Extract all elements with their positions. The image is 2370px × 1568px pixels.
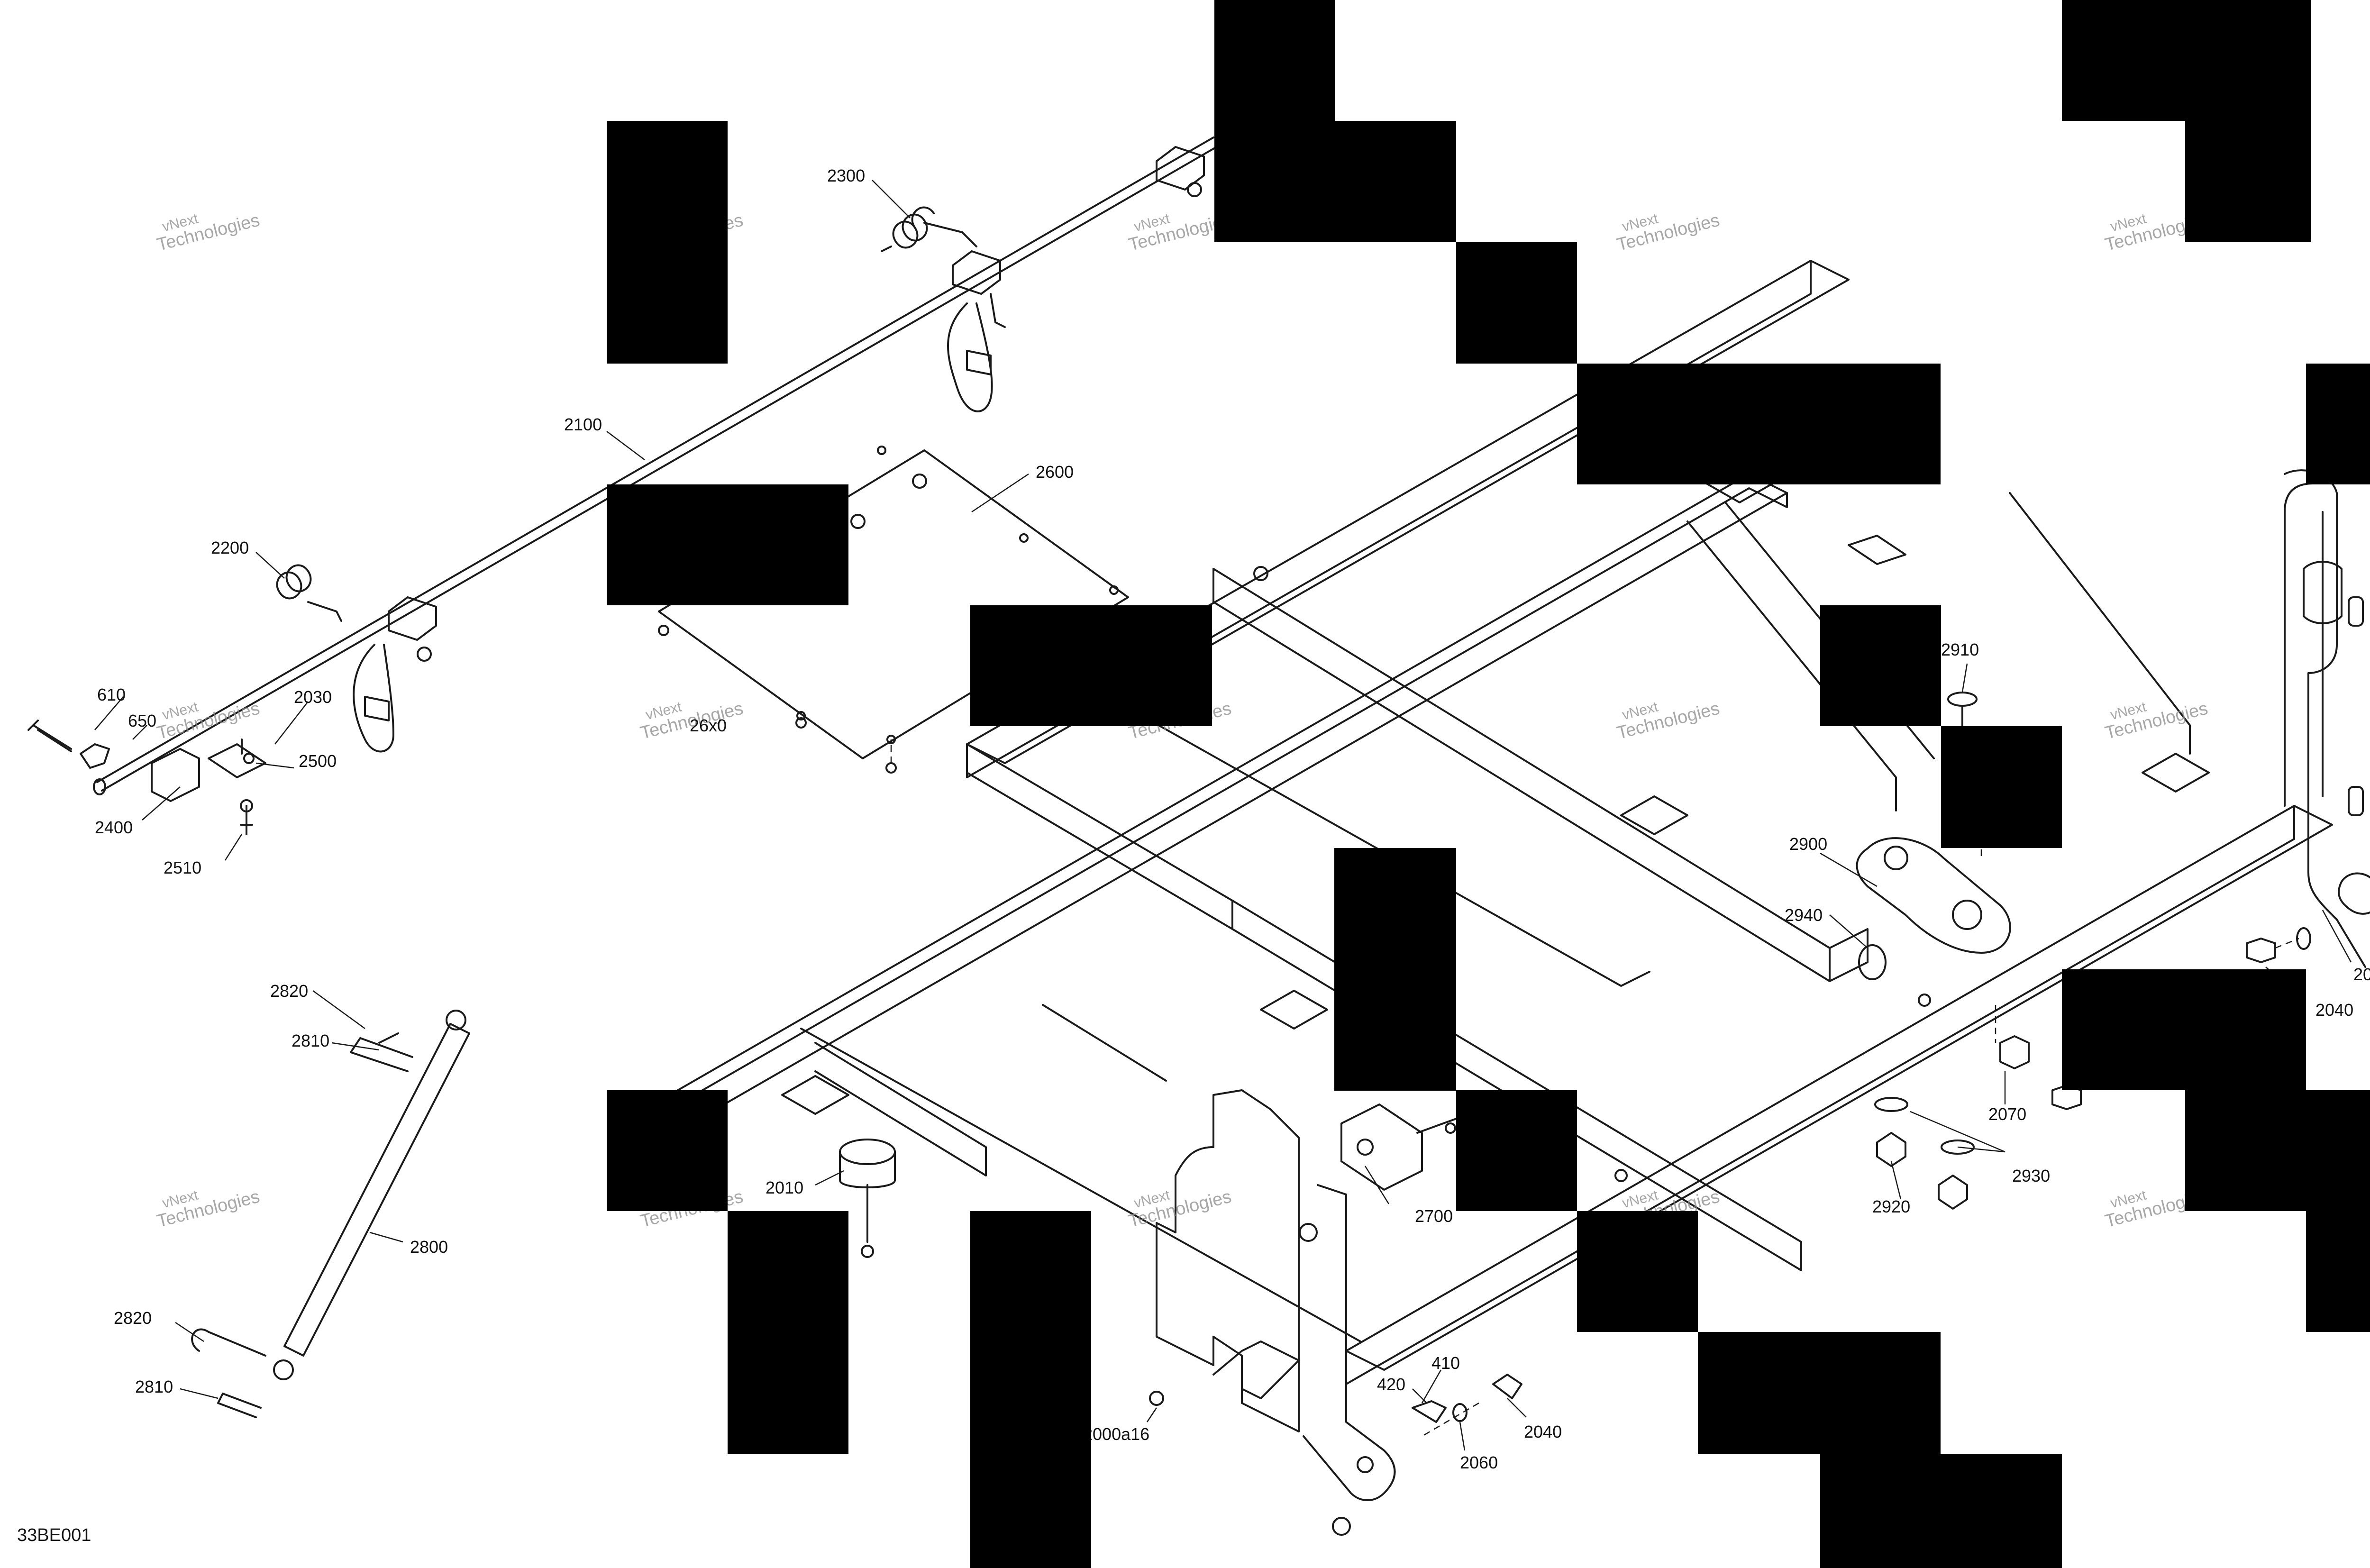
redaction-block [2306, 1211, 2370, 1332]
leader-dashes [866, 739, 2299, 1437]
spring-2300 [881, 206, 977, 252]
callout-label: 2070 [1988, 1104, 2027, 1124]
callout-label: 2930 [2012, 1166, 2051, 1185]
bracket-2700 [1340, 1103, 1470, 1191]
redaction-block [607, 1090, 728, 1211]
callout-label: 2820 [114, 1308, 152, 1328]
redaction-block [970, 605, 1212, 726]
redaction-block [607, 484, 848, 605]
redaction-block [1941, 726, 2062, 848]
redaction-block [1577, 364, 1941, 484]
redaction-block [1456, 242, 1577, 364]
redaction-block [1577, 1211, 1698, 1332]
redaction-block [2185, 1090, 2370, 1211]
spring-2200 [276, 564, 342, 622]
mount-2900 [1856, 692, 2011, 980]
redaction-block [1214, 121, 1456, 242]
callout-label: 2100 [564, 415, 602, 434]
callout-label: 2500 [299, 751, 337, 771]
redaction-block [1820, 1454, 2062, 1568]
redaction-block [1698, 1332, 1941, 1454]
redaction-block [2185, 121, 2311, 242]
callout-label: 2940 [1785, 905, 1823, 925]
callout-label: 2000a16 [1083, 1424, 1150, 1444]
upright-left [1156, 1089, 1396, 1536]
callout-label: 2010 [766, 1178, 804, 1197]
callout-label: 2060 [1460, 1453, 1498, 1472]
callout-label: 2300 [827, 166, 866, 185]
redaction-block [2062, 0, 2311, 121]
reference-code: 33BE001 [17, 1525, 91, 1545]
callout-label: 410 [1431, 1353, 1460, 1373]
callout-label: 2820 [270, 981, 309, 1001]
redaction-block [607, 121, 728, 364]
frame-main [677, 260, 2343, 1385]
callout-label: 26x0 [690, 716, 727, 735]
callout-label: 2900 [1789, 834, 1828, 854]
redaction-block [1456, 1090, 1577, 1211]
redaction-block [728, 1211, 848, 1454]
redaction-block [970, 1211, 1091, 1568]
redaction-block [2062, 969, 2306, 1090]
callout-label: 2030 [294, 687, 332, 707]
rod-2100 [93, 137, 1219, 795]
callout-label: 2040 [1524, 1422, 1562, 1441]
redaction-block [1214, 0, 1335, 121]
callout-label: 2510 [164, 858, 202, 877]
callout-label: 2200 [211, 538, 249, 557]
callout-label: 2910 [1941, 640, 1979, 659]
strut-2800 [191, 1010, 470, 1418]
pin-610-clip-650 [27, 720, 266, 835]
callout-label: 420 [1377, 1375, 1406, 1394]
redaction-block [1334, 848, 1456, 1091]
rod-bracket-lower [353, 596, 437, 753]
callout-label: 2810 [292, 1031, 330, 1050]
callout-label: 2400 [95, 818, 133, 837]
callout-label: 2050 [2353, 965, 2370, 984]
callout-label: 610 [97, 685, 126, 704]
redaction-block [2306, 364, 2370, 484]
redaction-block [1820, 605, 1941, 726]
callout-label: 2600 [1036, 462, 1074, 482]
callout-label: 2810 [135, 1377, 173, 1396]
callout-label: 2800 [410, 1237, 448, 1257]
callout-label: 2040 [2315, 1000, 2354, 1020]
rod-bracket-upper [947, 146, 1205, 412]
callout-label: 2920 [1872, 1197, 1911, 1216]
callout-label: 2700 [1415, 1206, 1453, 1226]
upright-right [2284, 469, 2370, 968]
callout-label: 650 [128, 711, 157, 730]
